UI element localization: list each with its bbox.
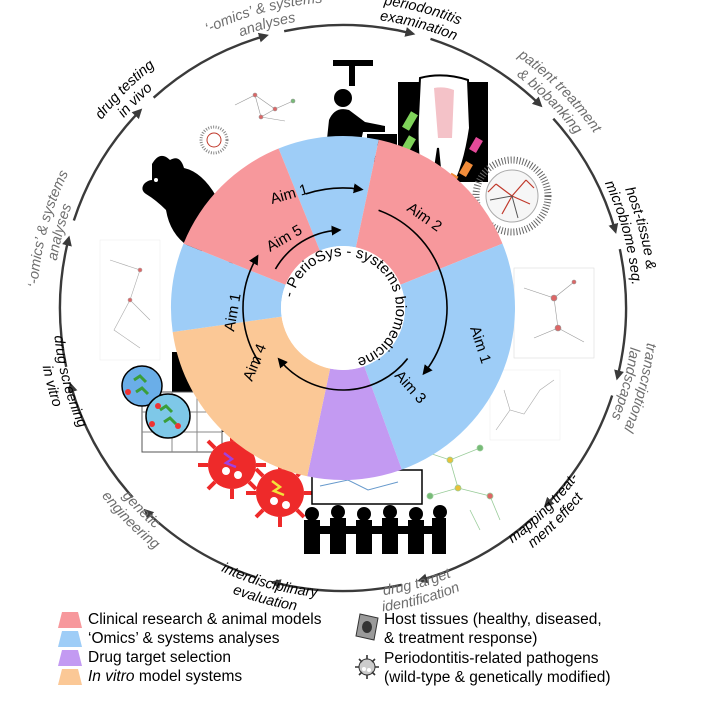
sector-aim5: [183, 148, 320, 285]
cycle-arrow: [67, 382, 134, 499]
swatch-orange: [58, 667, 82, 687]
cycle-arrow: [143, 508, 256, 579]
legend-label: Drug target selection: [88, 649, 232, 666]
legend-label: In vitro model systems: [88, 668, 243, 685]
host-cell-icon: [354, 612, 380, 642]
inner-arrow-aim2: [378, 209, 448, 376]
center-circle: [281, 246, 405, 370]
sector-aim1-right: [364, 243, 515, 470]
cycle-arrow: [152, 32, 269, 99]
cycle-arrow: [614, 248, 628, 381]
cycle-arrow: [72, 108, 143, 221]
cycle-arrow: [552, 117, 619, 234]
sector-aim1-top: [278, 135, 379, 251]
cycle-arrow: [430, 37, 543, 108]
swatch-red: [58, 610, 82, 630]
aim1-left-label: Aim 1: [221, 292, 244, 333]
cycle-arrow: [283, 23, 416, 37]
small-phylo-icon: [199, 125, 229, 155]
pathogen-icon: [354, 653, 380, 681]
inner-arrow-aim4: [242, 254, 261, 365]
legend-label: & treatment response): [384, 630, 538, 647]
inner-arrow-aim3: [277, 357, 409, 391]
network-graph-icon: [99, 92, 595, 531]
cycle-step-label: patient treatment: [514, 46, 604, 136]
swatch-blue: [58, 629, 82, 649]
aims-donut: [171, 135, 515, 480]
cycle-arrow: [58, 235, 72, 368]
sector-aim3: [307, 366, 402, 480]
sector-aim4: [172, 316, 331, 477]
outer-cycle: [58, 23, 628, 593]
inner-arrow-aim1: [305, 183, 364, 195]
phylogenetic-tree-icon: [472, 156, 552, 236]
inner-arrow-aim5: [274, 225, 342, 270]
sector-aim1-left: [171, 243, 286, 332]
cycle-arrow: [270, 579, 403, 593]
sector-aim2: [355, 139, 503, 285]
legend-label: Periodontitis-related pathogens: [384, 650, 599, 667]
swatch-purple: [58, 648, 82, 668]
legend-label: Host tissues (healthy, diseased,: [384, 611, 602, 628]
meeting-icon: [304, 469, 447, 554]
pathogen-icon: [198, 431, 314, 527]
aims-arrows: [242, 183, 448, 391]
cycle-arrow: [417, 517, 534, 584]
legend-label: (wild-type & genetically modified): [384, 669, 611, 686]
cycle-arrow: [543, 395, 614, 508]
legend-label: Clinical research & animal models: [88, 611, 322, 628]
legend-label: ‘Omics’ & systems analyses: [88, 630, 280, 647]
